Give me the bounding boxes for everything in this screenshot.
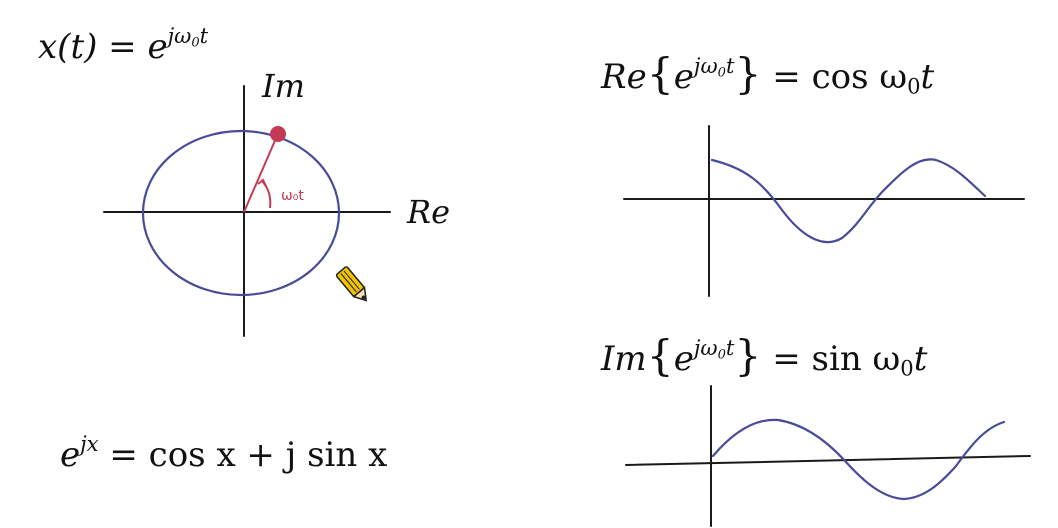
real-part-open-brace: { <box>646 50 674 99</box>
imag-part-close-brace: } <box>734 332 762 381</box>
unit-circle <box>141 129 341 297</box>
formula-xt-exp-t: t <box>199 22 209 48</box>
imag-part-rhs-t: t <box>913 339 928 379</box>
imag-part-exp-sub: 0 <box>717 347 726 363</box>
real-part-op: Re <box>601 57 647 97</box>
euler-formula: ejx = cos x + j sin x <box>60 433 388 475</box>
imag-part-rhs-fn: = sin ω <box>772 339 901 379</box>
phasor-tip-dot <box>270 126 286 142</box>
formula-xt-lhs: x(t) = e <box>38 27 168 67</box>
real-part-exp-j: jω <box>693 52 718 78</box>
formula-xt: x(t) = ejω0t <box>38 25 208 67</box>
euler-e: e <box>60 435 81 475</box>
imag-part-open-brace: { <box>646 332 674 381</box>
imag-part-e: e <box>673 339 694 379</box>
real-part-rhs-t: t <box>920 57 935 97</box>
re-axis-label: Re <box>407 193 451 231</box>
cosine-curve <box>710 158 987 244</box>
formula-xt-exp-sub: 0 <box>191 35 200 51</box>
angle-label: ω₀t <box>281 188 304 204</box>
euler-exp: jx <box>80 430 99 456</box>
sine-time-axis <box>625 455 1031 466</box>
real-part-exp-sub: 0 <box>717 65 726 81</box>
formula-xt-exp-j: jω <box>167 22 192 48</box>
angle-arc-arrowhead <box>257 178 267 187</box>
im-axis-label: Im <box>262 67 305 105</box>
imag-part-formula: Im{ejω0t} = sin ω0t <box>601 334 928 381</box>
imag-part-rhs-sub: 0 <box>900 355 914 381</box>
imag-part-exp-j: jω <box>693 334 718 360</box>
real-part-e: e <box>673 57 694 97</box>
phasor-line <box>243 135 278 213</box>
real-part-rhs-sub: 0 <box>907 73 921 99</box>
euler-rhs: = cos x + j sin x <box>109 435 388 475</box>
pencil-icon <box>335 266 368 302</box>
unit-circle-diagram: ω₀t <box>103 85 391 337</box>
real-part-close-brace: } <box>734 50 762 99</box>
real-part-exp-t: t <box>725 52 735 78</box>
imag-part-op: Im <box>601 339 647 379</box>
real-part-rhs-fn: = cos ω <box>772 57 908 97</box>
cosine-plot <box>623 125 1025 297</box>
imag-part-exp-t: t <box>725 334 735 360</box>
real-part-formula: Re{ejω0t} = cos ω0t <box>601 52 935 99</box>
sine-curve <box>711 418 1006 501</box>
sine-plot <box>625 385 1031 527</box>
